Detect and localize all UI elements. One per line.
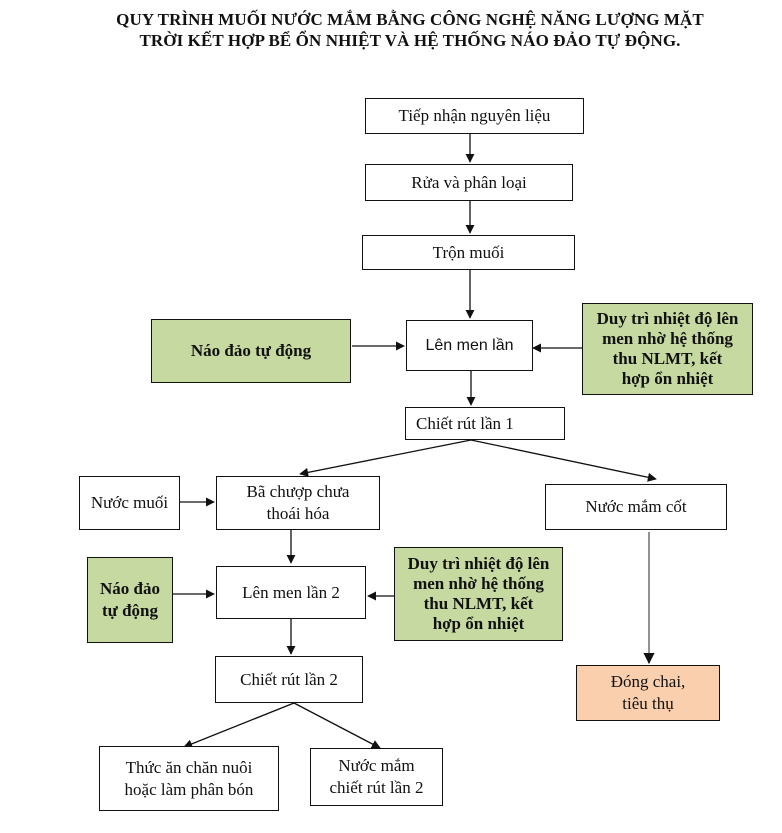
node-duy-tri-nhiet-do-2: Duy trì nhiệt độ lên men nhờ hệ thống th… [394, 547, 563, 641]
node-nao-dao-tu-dong-2: Náo đảo tự động [87, 557, 173, 643]
node-ba-chuop-chua-thoai-hoa: Bã chượp chưa thoái hóa [216, 476, 380, 530]
edge-chiet-rut-2-to-thuc-an [183, 702, 295, 749]
edge-chiet-rut-1-to-ba-chuop [299, 439, 472, 477]
node-duy-tri-nhiet-do-1: Duy trì nhiệt độ lên men nhờ hệ thống th… [582, 303, 753, 395]
edge-chiet-rut-2-to-nuoc-mam-2 [293, 702, 381, 749]
node-tiep-nhan-nguyen-lieu: Tiếp nhận nguyên liệu [365, 98, 584, 134]
node-chiet-rut-lan-1: Chiết rút lần 1 [405, 407, 565, 440]
diagram-title: QUY TRÌNH MUỐI NƯỚC MẮM BẰNG CÔNG NGHỆ N… [60, 9, 760, 51]
node-len-men-lan-2: Lên men lần 2 [216, 566, 366, 619]
node-nuoc-mam-chiet-rut-lan-2: Nước mắm chiết rút lần 2 [310, 748, 443, 806]
node-chiet-rut-lan-2: Chiết rút lần 2 [215, 656, 363, 703]
node-thuc-an-chan-nuoi: Thức ăn chăn nuôi hoặc làm phân bón [99, 746, 279, 811]
node-rua-va-phan-loai: Rửa và phân loại [365, 164, 573, 201]
node-nao-dao-tu-dong-1: Náo đảo tự động [151, 319, 351, 383]
title-line-2: TRỜI KẾT HỢP BỂ ỔN NHIỆT VÀ HỆ THỐNG NÁO… [139, 31, 681, 50]
node-len-men-lan-1: Lên men lần [406, 320, 533, 371]
title-line-1: QUY TRÌNH MUỐI NƯỚC MẮM BẰNG CÔNG NGHỆ N… [116, 10, 704, 29]
node-tron-muoi: Trộn muối [362, 235, 575, 270]
node-dong-chai-tieu-thu: Đóng chai, tiêu thụ [576, 665, 720, 721]
edge-chiet-rut-1-to-nuoc-mam-cot [470, 439, 657, 482]
node-nuoc-muoi: Nước muối [79, 476, 180, 530]
node-nuoc-mam-cot: Nước mắm cốt [545, 484, 727, 530]
